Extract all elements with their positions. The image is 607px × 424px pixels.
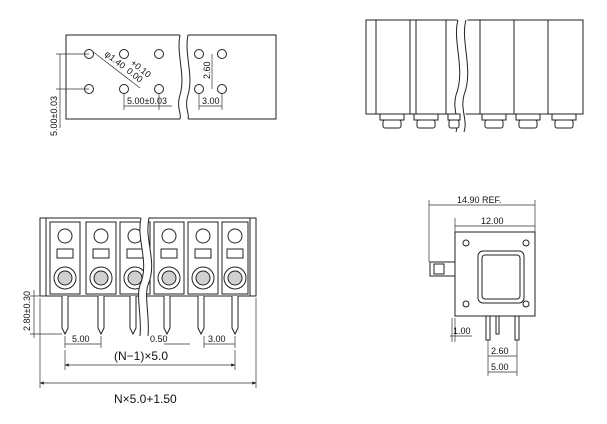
footprint-hole	[119, 49, 129, 59]
footprint-hole	[217, 84, 227, 94]
hole-diameter-label: φ1.40	[103, 49, 128, 71]
footprint-break-gap	[178, 34, 190, 120]
front-break-right	[146, 217, 153, 337]
row-spacing-label: 5.00±0.03	[49, 96, 59, 136]
footprint-view: φ1.40 +0.10 0.00 2.60 5.00±0.03 3.00 5.0…	[49, 34, 277, 136]
overall-ref-label: 14.90 REF.	[457, 195, 502, 205]
footprint-hole	[154, 84, 164, 94]
side-view: 14.90 REF. 12.00 1.00 2.60 5.00	[428, 195, 536, 376]
row-pitch-label: 2.60	[202, 61, 212, 79]
top-break-right	[462, 19, 469, 133]
footprint-hole	[194, 84, 204, 94]
front-pitch-label: 5.00	[72, 334, 90, 344]
span-formula-label: (N−1)×5.0	[114, 349, 168, 363]
top-pin-row	[379, 113, 577, 129]
front-stagger-label: 3.00	[208, 334, 226, 344]
pitch-label: 5.00±0.03	[127, 96, 167, 106]
footprint-hole	[217, 49, 227, 59]
footprint-break-left	[178, 34, 183, 120]
pin-offset-label: 1.00	[453, 326, 471, 336]
front-break-left	[138, 217, 145, 337]
pin-width-label: 0.50	[150, 334, 168, 344]
footprint-outline	[65, 34, 277, 120]
body-width-label: 12.00	[481, 216, 504, 226]
stagger-offset-label: 3.00	[202, 96, 220, 106]
footprint-hole	[154, 49, 164, 59]
front-view: 2.80±0.30 5.00 0.50 3.00 (N−1)×5.0 N×5.0…	[22, 216, 257, 406]
footprint-hole	[194, 49, 204, 59]
footprint-break-right	[186, 34, 191, 120]
footprint-hole	[119, 84, 129, 94]
total-formula-label: N×5.0+1.50	[114, 392, 177, 406]
front-pins	[61, 296, 239, 336]
pin-row-label: 2.60	[491, 346, 509, 356]
top-body-outline	[365, 19, 584, 115]
top-view	[365, 18, 584, 134]
pin-pitch-label: 5.00	[491, 362, 509, 372]
pin-length-label: 2.80±0.30	[22, 291, 32, 331]
